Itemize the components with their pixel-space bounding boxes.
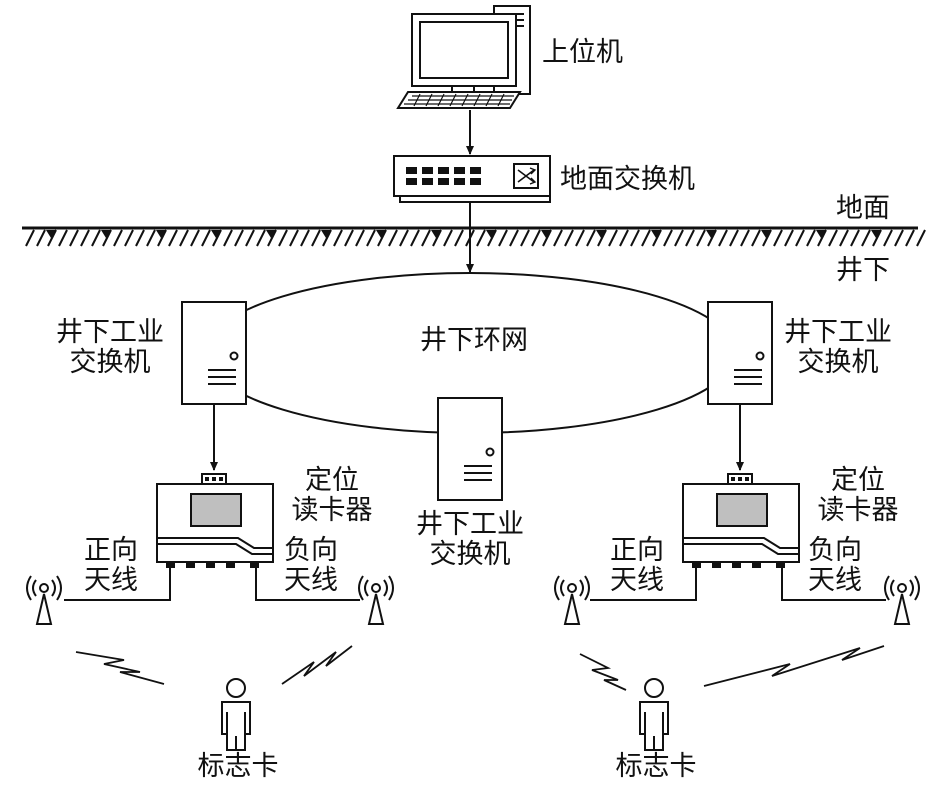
label-forward-antenna-left-line2: 天线 bbox=[84, 565, 138, 596]
label-forward-antenna-right-line1: 正向 bbox=[610, 535, 664, 566]
label-switch-right-line2: 交换机 bbox=[797, 347, 879, 378]
label-switch-left-line1: 井下工业 bbox=[56, 317, 164, 348]
signal-right-b-icon bbox=[703, 645, 885, 687]
label-forward-antenna-left: 正向 天线 bbox=[84, 536, 138, 596]
label-switch-left: 井下工业 交换机 bbox=[48, 318, 172, 378]
label-host: 上位机 bbox=[542, 37, 623, 68]
middle-industrial-switch-icon bbox=[437, 397, 503, 501]
antenna-icon bbox=[358, 575, 394, 625]
antenna-icon bbox=[554, 575, 590, 625]
right-card-reader-icon bbox=[682, 473, 800, 568]
label-negative-antenna-left-line1: 负向 bbox=[284, 535, 338, 566]
wireless-signals bbox=[75, 645, 885, 691]
signal-left-b-icon bbox=[281, 645, 353, 685]
label-reader-left-line1: 定位 bbox=[305, 465, 359, 496]
label-negative-antenna-left-line2: 天线 bbox=[284, 565, 338, 596]
label-switch-middle-line2: 交换机 bbox=[429, 539, 511, 570]
label-switch-right: 井下工业 交换机 bbox=[776, 318, 900, 378]
label-reader-left-line2: 读卡器 bbox=[291, 495, 373, 526]
label-negative-antenna-right-line1: 负向 bbox=[808, 535, 862, 566]
signal-right-a-icon bbox=[579, 653, 627, 691]
antenna-icon bbox=[884, 575, 920, 625]
label-negative-antenna-left: 负向 天线 bbox=[284, 536, 338, 596]
label-negative-antenna-right-line2: 天线 bbox=[808, 565, 862, 596]
surface-switch-icon bbox=[393, 155, 551, 203]
label-forward-antenna-right-line2: 天线 bbox=[610, 565, 664, 596]
label-forward-antenna-left-line1: 正向 bbox=[84, 535, 138, 566]
label-switch-middle: 井下工业 交换机 bbox=[406, 510, 534, 570]
label-reader-right-line2: 读卡器 bbox=[817, 495, 899, 526]
signal-left-a-icon bbox=[75, 651, 165, 685]
label-underground: 井下 bbox=[836, 255, 890, 286]
right-industrial-switch-icon bbox=[707, 301, 773, 405]
label-ground: 地面 bbox=[836, 193, 890, 224]
left-card-reader-icon bbox=[156, 473, 274, 568]
antenna-cables bbox=[64, 568, 886, 601]
label-surface-switch: 地面交换机 bbox=[560, 164, 695, 195]
label-reader-left: 定位 读卡器 bbox=[284, 466, 380, 526]
host-computer-icon bbox=[396, 5, 531, 109]
antenna-icon bbox=[26, 575, 62, 625]
label-switch-middle-line1: 井下工业 bbox=[416, 509, 524, 540]
label-reader-right-line1: 定位 bbox=[831, 465, 885, 496]
ground-surface bbox=[22, 226, 926, 247]
label-switch-left-line2: 交换机 bbox=[69, 347, 151, 378]
label-forward-antenna-right: 正向 天线 bbox=[610, 536, 664, 596]
label-switch-right-line1: 井下工业 bbox=[784, 317, 892, 348]
label-negative-antenna-right: 负向 天线 bbox=[808, 536, 862, 596]
person-icon bbox=[639, 678, 669, 751]
label-reader-right: 定位 读卡器 bbox=[810, 466, 906, 526]
left-industrial-switch-icon bbox=[181, 301, 247, 405]
label-tag-left: 标志卡 bbox=[197, 751, 279, 782]
person-icon bbox=[221, 678, 251, 751]
label-ring-network: 井下环网 bbox=[420, 325, 528, 356]
label-tag-right: 标志卡 bbox=[615, 751, 697, 782]
